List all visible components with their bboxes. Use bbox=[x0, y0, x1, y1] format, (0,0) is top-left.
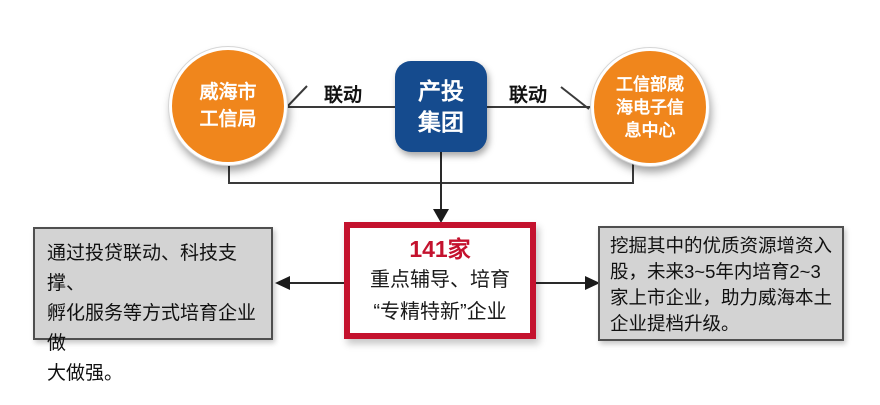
note-left-line3: 大做强。 bbox=[47, 363, 124, 384]
note-right-line3: 家上市企业，助力威海本土 bbox=[610, 287, 833, 308]
node-miit-weihai-einfo-center-line3: 息中心 bbox=[624, 120, 676, 140]
down-arrowhead bbox=[433, 209, 449, 223]
node-chantou-group: 产投 集团 bbox=[395, 61, 487, 152]
node-miit-weihai-einfo-center-line1: 工信部威 bbox=[616, 74, 684, 94]
node-chantou-group-line2: 集团 bbox=[418, 108, 464, 135]
node-miit-weihai-einfo-center-line2: 海电子信 bbox=[616, 97, 684, 117]
label-liandong-right: 联动 bbox=[508, 85, 547, 106]
left-arrowhead bbox=[275, 276, 290, 290]
label-liandong-left: 联动 bbox=[323, 85, 362, 106]
result-headline: 141家 bbox=[409, 236, 471, 262]
bracket-line bbox=[228, 162, 634, 184]
link-left-tick bbox=[284, 85, 308, 110]
note-right-line4: 企业提档升级。 bbox=[610, 313, 740, 334]
node-weihai-miit-bureau-line1: 威海市 bbox=[199, 82, 257, 103]
note-right-line2: 股，未来3~5年内培育2~3 bbox=[610, 261, 821, 282]
note-right-line1: 挖掘其中的优质资源增资入 bbox=[610, 235, 833, 256]
result-line1: 重点辅导、培育 bbox=[370, 269, 510, 291]
note-box-right: 挖掘其中的优质资源增资入 股，未来3~5年内培育2~3 家上市企业，助力威海本土… bbox=[598, 226, 844, 341]
node-weihai-miit-bureau: 威海市 工信局 bbox=[169, 47, 287, 165]
note-left-line1: 通过投贷联动、科技支撑、 bbox=[47, 243, 238, 294]
node-weihai-miit-bureau-line2: 工信局 bbox=[199, 109, 257, 130]
node-chantou-group-line1: 产投 bbox=[418, 77, 464, 104]
link-right-tick bbox=[560, 86, 590, 110]
result-box: 141家 重点辅导、培育 “专精特新”企业 bbox=[344, 222, 536, 339]
note-left-line2: 孵化服务等方式培育企业做 bbox=[47, 303, 257, 354]
result-line2: “专精特新”企业 bbox=[373, 301, 507, 323]
note-box-left: 通过投贷联动、科技支撑、 孵化服务等方式培育企业做 大做强。 bbox=[33, 227, 273, 384]
node-miit-weihai-einfo-center: 工信部威 海电子信 息中心 bbox=[591, 48, 709, 166]
